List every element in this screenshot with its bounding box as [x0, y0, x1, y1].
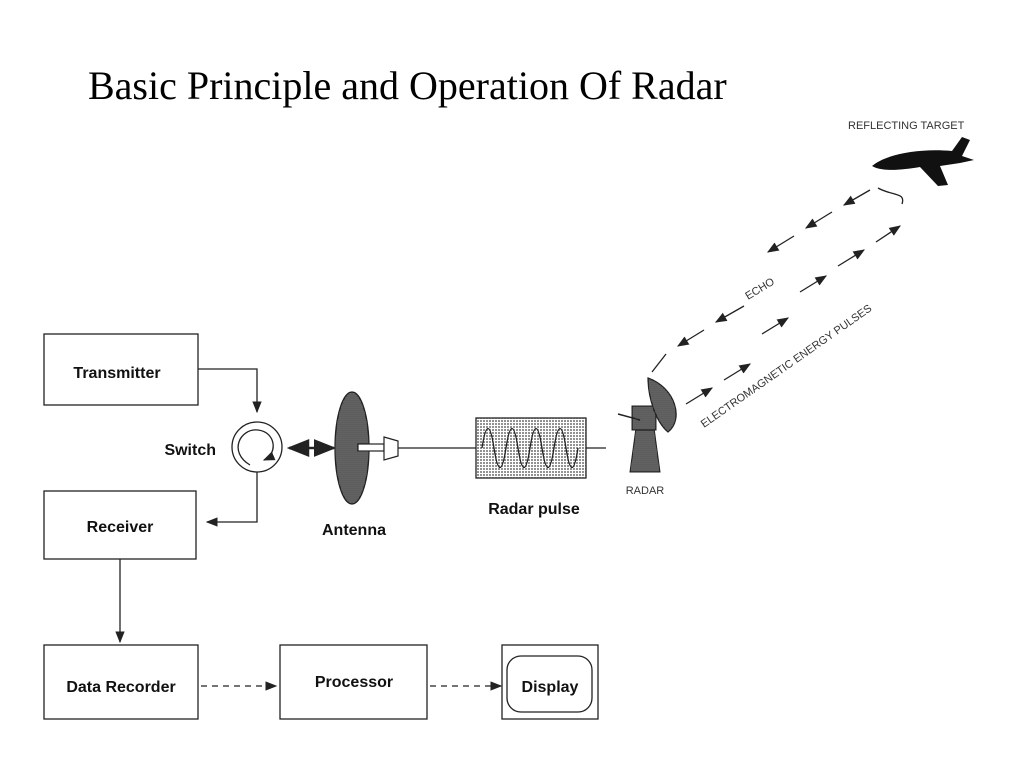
page-title: Basic Principle and Operation Of Radar [88, 63, 727, 108]
radar-pulse-label: Radar pulse [488, 501, 580, 518]
data-recorder-block: Data Recorder [43, 644, 199, 720]
reflection-arc [877, 187, 904, 205]
switch-to-receiver-arrow [205, 472, 258, 527]
radar-label: RADAR [626, 485, 665, 497]
pulse-waveform-icon [481, 427, 579, 469]
display-label: Display [522, 679, 579, 696]
receiver-label: Receiver [87, 519, 154, 536]
display-screen-icon [506, 655, 593, 713]
reflecting-target-label: REFLECTING TARGET [848, 120, 965, 132]
feed-horn-icon [383, 436, 399, 461]
antenna-block: Antenna [322, 391, 399, 539]
pulse-arrows [685, 225, 901, 405]
display-block: Display [501, 644, 599, 720]
transmitter-label: Transmitter [73, 365, 160, 382]
echo-label: ECHO [743, 276, 777, 303]
transmitter-to-switch-arrow [198, 368, 262, 414]
radar-pulse-block: Radar pulse [475, 417, 587, 518]
processor-label: Processor [315, 674, 393, 691]
circulator-icon [237, 429, 276, 466]
antenna-label: Antenna [322, 522, 386, 539]
switch-label: Switch [164, 442, 216, 459]
processor-block: Processor [279, 644, 428, 720]
echo-arrows [651, 189, 871, 373]
aircraft-icon [872, 137, 974, 186]
switch-block: Switch [164, 421, 283, 473]
data-recorder-label: Data Recorder [66, 679, 175, 696]
radar-tower-icon: RADAR [617, 377, 677, 497]
pulses-label: ELECTROMAGNETIC ENERGY PULSES [699, 303, 874, 431]
receiver-block: Receiver [43, 490, 197, 560]
transmitter-block: Transmitter [43, 333, 199, 406]
